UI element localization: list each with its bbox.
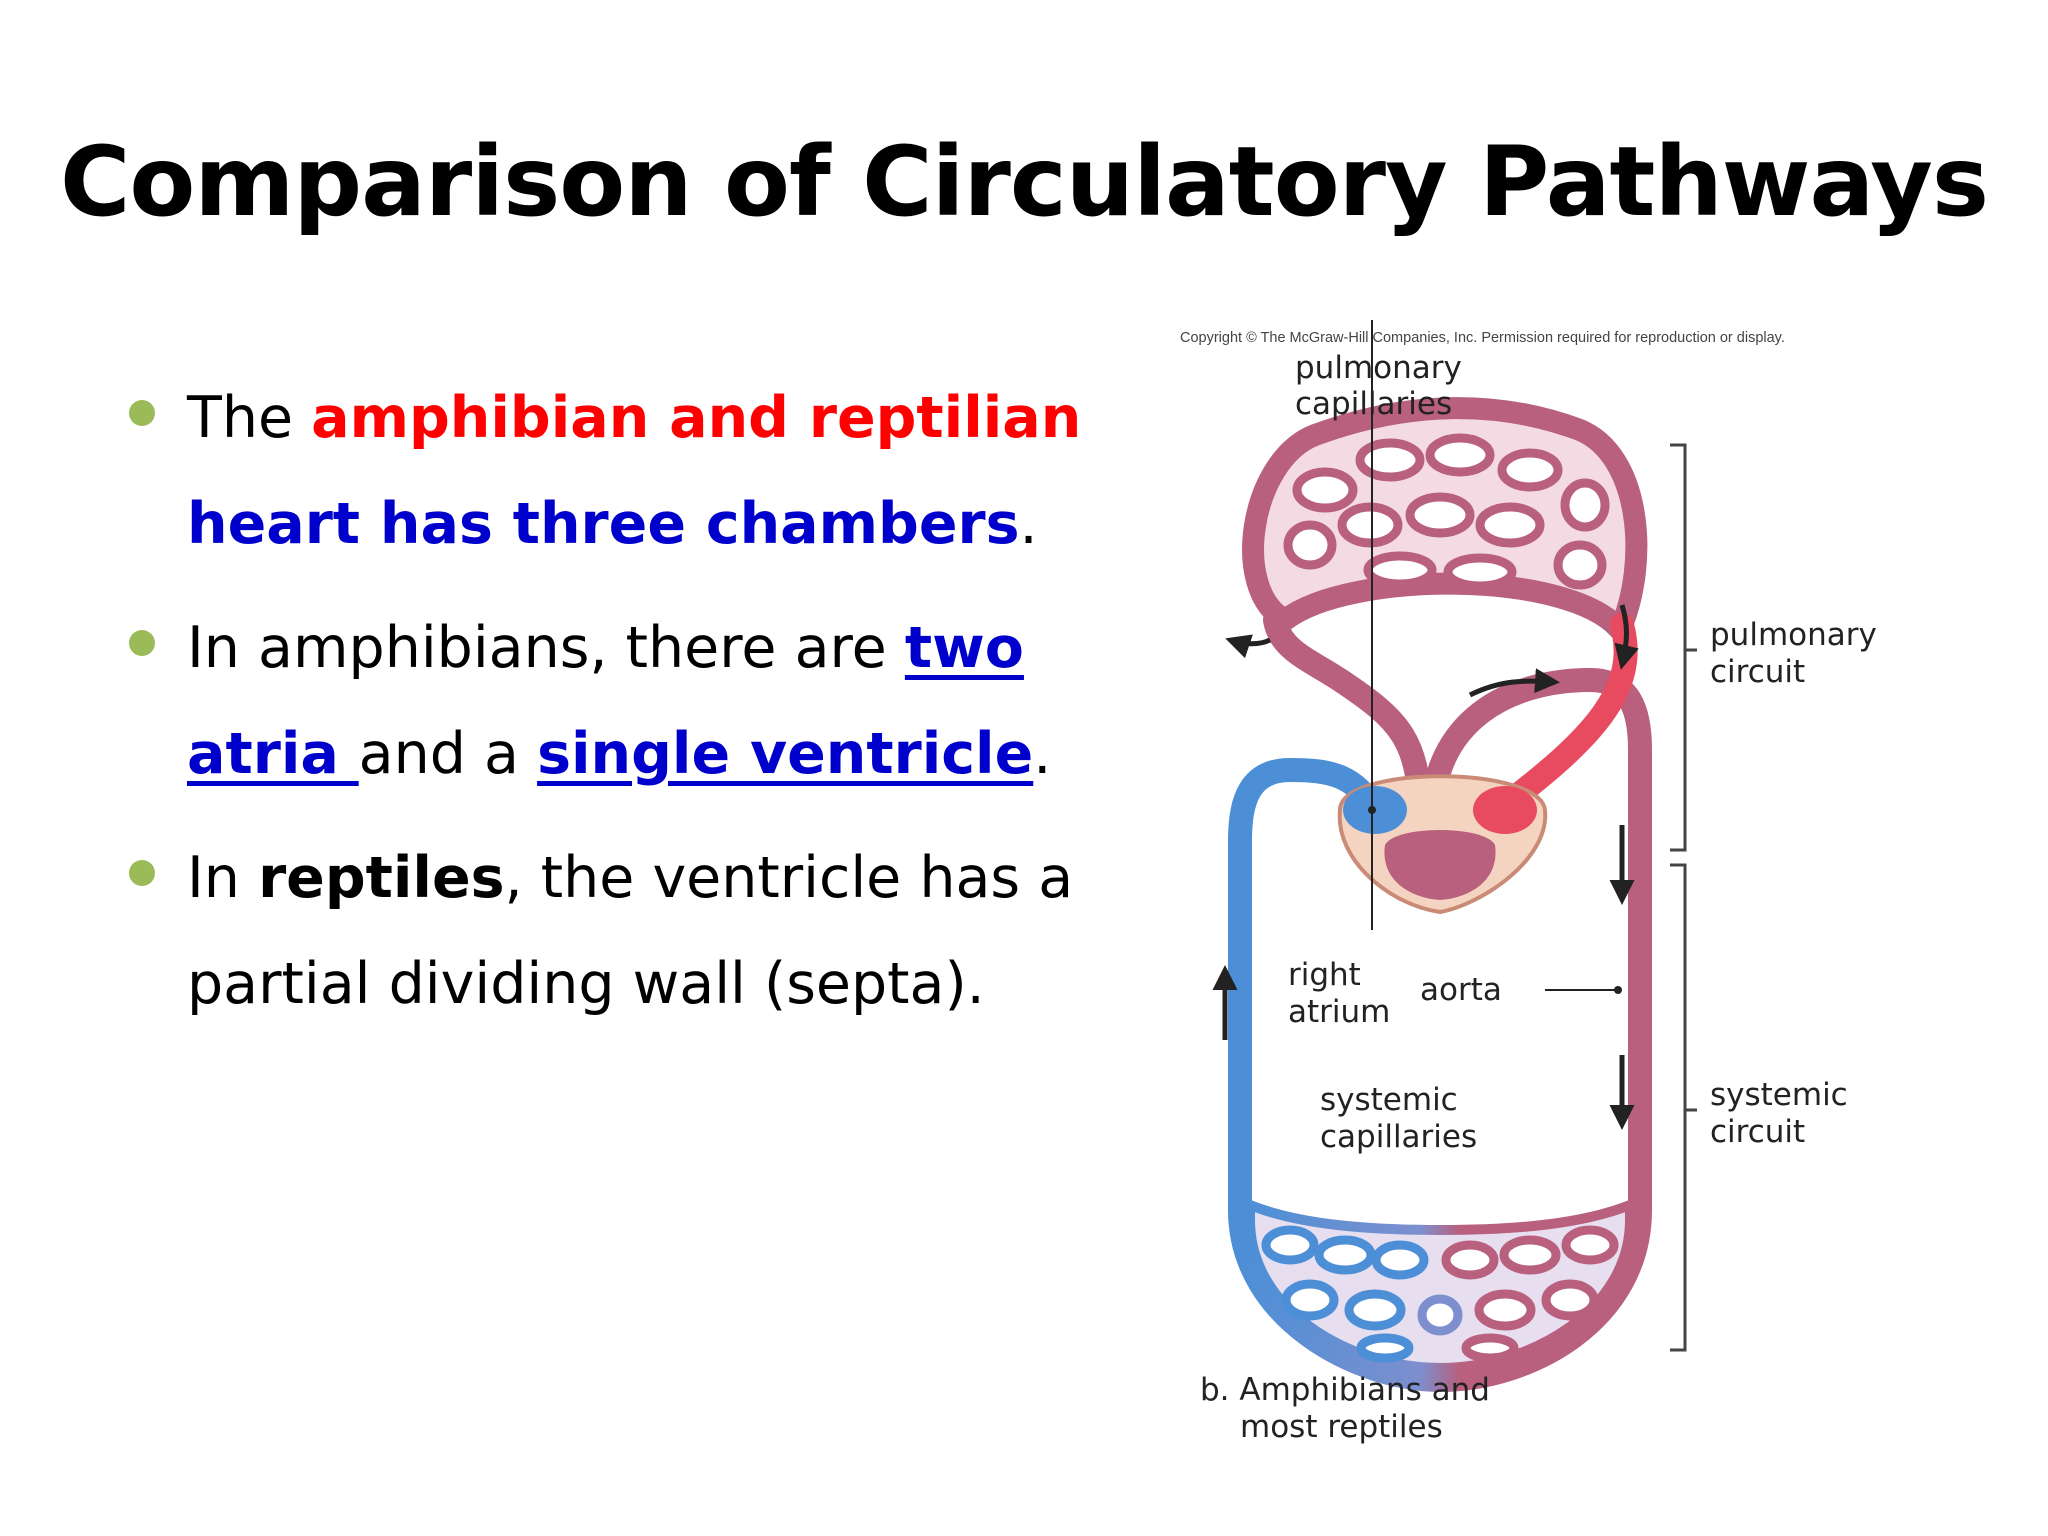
bullet-dot-icon bbox=[129, 630, 155, 656]
label-systemic-circuit-line2: circuit bbox=[1710, 1114, 1805, 1150]
link-single-ventricle[interactable]: single ventricle bbox=[537, 721, 1034, 787]
systemic-bracket bbox=[1670, 863, 1687, 1352]
circulation-diagram: Copyright © The McGraw-Hill Companies, I… bbox=[1170, 320, 1940, 1460]
bold-term: reptiles bbox=[258, 845, 505, 911]
label-pulmonary-capillaries-line1: pulmonary bbox=[1295, 350, 1462, 386]
label-right-atrium-line2: atrium bbox=[1288, 994, 1390, 1030]
text-run: In amphibians, there are bbox=[187, 615, 905, 681]
circulation-diagram-svg: Copyright © The McGraw-Hill Companies, I… bbox=[1180, 320, 1877, 1445]
systemic-loop bbox=[1228, 1080, 1652, 1393]
copyright-note: Copyright © The McGraw-Hill Companies, I… bbox=[1180, 330, 1785, 346]
vena-cava bbox=[1228, 757, 1387, 1092]
text-run: and a bbox=[358, 721, 538, 787]
label-right-atrium-line1: right bbox=[1288, 957, 1361, 993]
bullet-item: The amphibian and reptilian heart has th… bbox=[125, 365, 1165, 577]
text-run: The bbox=[187, 385, 312, 451]
down-arrow-icon bbox=[1614, 604, 1639, 670]
bullet-item: In reptiles, the ventricle has a partial… bbox=[125, 825, 1165, 1037]
label-systemic-circuit-line1: systemic bbox=[1710, 1077, 1848, 1113]
pulmonary-capillary-network bbox=[1283, 433, 1610, 591]
highlight-red: amphibian and reptilian bbox=[311, 385, 1082, 451]
bullet-text: The amphibian and reptilian heart has th… bbox=[187, 365, 1165, 577]
left-atrium-chamber bbox=[1473, 786, 1537, 834]
label-aorta: aorta bbox=[1420, 972, 1502, 1008]
pulmonary-vein bbox=[1493, 613, 1638, 817]
pulmonary-bracket bbox=[1670, 443, 1687, 852]
right-arrow-icon bbox=[1468, 668, 1560, 698]
bullet-dot-icon bbox=[129, 860, 155, 886]
label-pulmonary-circuit-line1: pulmonary bbox=[1710, 617, 1877, 653]
aorta-vessel bbox=[1420, 667, 1652, 1092]
pulmonary-artery bbox=[1263, 608, 1432, 832]
left-arrow-icon bbox=[1225, 634, 1272, 659]
flow-arrows bbox=[1212, 604, 1639, 1130]
link-two-atria[interactable]: two atria bbox=[187, 615, 1024, 787]
text-run: In bbox=[187, 845, 259, 911]
label-pulmonary-capillaries-line2: capillaries bbox=[1295, 386, 1452, 422]
bullet-item: In amphibians, there are two atria and a… bbox=[125, 595, 1165, 807]
text-run: , the ventricle has a partial dividing w… bbox=[187, 845, 1074, 1017]
label-systemic-capillaries-line2: capillaries bbox=[1320, 1119, 1477, 1155]
text-run: . bbox=[1019, 491, 1038, 557]
highlight-blue: heart has three chambers bbox=[187, 491, 1020, 557]
text-run: . bbox=[1033, 721, 1052, 787]
bullet-text: In reptiles, the ventricle has a partial… bbox=[187, 825, 1165, 1037]
label-systemic-capillaries-line1: systemic bbox=[1320, 1082, 1458, 1118]
figure-caption-line1: b. Amphibians and bbox=[1200, 1372, 1490, 1408]
label-pulmonary-circuit-line2: circuit bbox=[1710, 654, 1805, 690]
single-ventricle-chamber bbox=[1384, 830, 1496, 900]
bullet-list: The amphibian and reptilian heart has th… bbox=[125, 365, 1165, 1055]
right-atrium-pointer bbox=[1368, 806, 1376, 814]
bullet-text: In amphibians, there are two atria and a… bbox=[187, 595, 1165, 807]
systemic-capillary-network bbox=[1261, 1225, 1619, 1363]
figure-caption-line2: most reptiles bbox=[1240, 1409, 1443, 1445]
bullet-dot-icon bbox=[129, 400, 155, 426]
slide-title: Comparison of Circulatory Pathways bbox=[59, 126, 1989, 238]
aorta-pointer bbox=[1614, 986, 1622, 994]
